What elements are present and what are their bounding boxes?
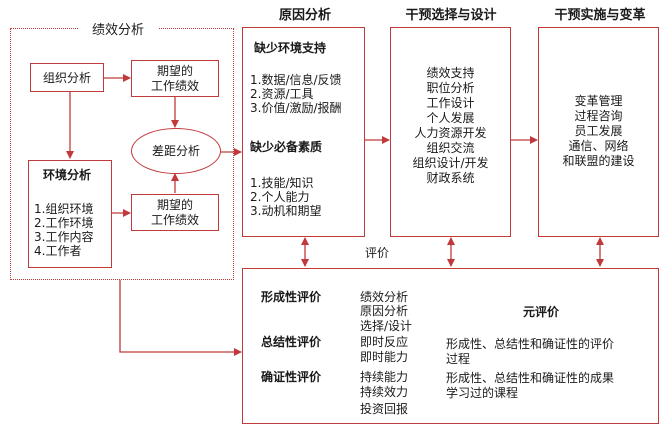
confirmative-eval-label: 确证性评价 <box>261 370 322 384</box>
env-analysis-item: 1.组织环境 <box>34 202 94 216</box>
env-analysis-item: 4.工作者 <box>34 244 82 258</box>
eval-item: 原因分析 <box>360 304 409 318</box>
meta-eval-title: 元评价 <box>523 305 560 319</box>
expected-performance-box: 期望的 工作绩效 <box>131 60 219 97</box>
expected-performance-line-2: 工作绩效 <box>150 79 199 93</box>
gap-analysis-label: 差距分析 <box>151 144 200 158</box>
meta-eval-desc-1-line-1: 形成性、总结性和确证性的评价 <box>446 337 615 351</box>
env-support-item: 3.价值/激励/报酬 <box>250 101 342 115</box>
meta-eval-desc-2-line-2: 学习过的课程 <box>446 386 519 400</box>
impl-item: 和联盟的建设 <box>562 154 635 168</box>
quality-item: 2.个人能力 <box>250 190 310 204</box>
design-item: 职位分析 <box>426 81 475 95</box>
design-item: 人力资源开发 <box>414 126 487 140</box>
meta-eval-desc-1-line-2: 过程 <box>446 352 471 366</box>
design-item: 个人发展 <box>426 111 475 125</box>
intervention-impl-box: 变革管理 过程咨询 员工发展 通信、网络 和联盟的建设 <box>538 27 659 237</box>
design-item: 财政系统 <box>426 171 475 185</box>
impl-item: 员工发展 <box>574 124 623 138</box>
eval-item: 即时能力 <box>360 350 409 364</box>
env-analysis-box: 环境分析 1.组织环境 2.工作环境 3.工作内容 4.工作者 <box>28 160 112 268</box>
env-analysis-title: 环境分析 <box>43 168 92 182</box>
design-item: 工作设计 <box>426 96 475 110</box>
gap-analysis-ellipse: 差距分析 <box>131 128 221 174</box>
org-analysis-label: 组织分析 <box>42 71 91 85</box>
cause-analysis-header: 原因分析 <box>278 8 331 23</box>
env-analysis-item: 2.工作环境 <box>34 216 94 230</box>
eval-item: 持续效力 <box>360 385 409 399</box>
actual-performance-box: 期望的 工作绩效 <box>131 194 219 231</box>
expected-performance-line-1: 期望的 <box>156 64 193 78</box>
intervention-impl-header: 干预实施与变革 <box>554 8 646 23</box>
performance-analysis-header: 绩效分析 <box>78 19 158 38</box>
intervention-design-header: 干预选择与设计 <box>405 8 497 23</box>
env-support-item: 1.数据/信息/反馈 <box>250 73 342 87</box>
evaluation-box <box>242 268 659 424</box>
eval-item: 投资回报 <box>360 402 409 416</box>
design-item: 绩效支持 <box>426 66 475 80</box>
eval-item: 持续能力 <box>360 370 409 384</box>
evaluation-label: 评价 <box>365 246 390 260</box>
design-item: 组织设计/开发 <box>412 156 489 170</box>
env-support-title: 缺少环境支持 <box>254 41 327 55</box>
eval-item: 选择/设计 <box>360 319 413 333</box>
org-analysis-box: 组织分析 <box>30 63 104 92</box>
eval-item: 绩效分析 <box>360 290 409 304</box>
summative-eval-label: 总结性评价 <box>261 335 322 349</box>
env-analysis-item: 3.工作内容 <box>34 230 94 244</box>
quality-item: 1.技能/知识 <box>250 176 314 190</box>
intervention-design-box: 绩效支持 职位分析 工作设计 个人发展 人力资源开发 组织交流 组织设计/开发 … <box>390 27 511 237</box>
actual-performance-line-2: 工作绩效 <box>150 213 199 227</box>
impl-item: 通信、网络 <box>568 139 629 153</box>
quality-item: 3.动机和期望 <box>250 204 322 218</box>
actual-performance-line-1: 期望的 <box>156 198 193 212</box>
eval-item: 即时反应 <box>360 335 409 349</box>
env-support-item: 2.资源/工具 <box>250 87 314 101</box>
impl-item: 过程咨询 <box>574 109 623 123</box>
quality-title: 缺少必备素质 <box>250 140 323 154</box>
impl-item: 变革管理 <box>574 94 623 108</box>
design-item: 组织交流 <box>426 141 475 155</box>
cause-analysis-box: 缺少环境支持 1.数据/信息/反馈 2.资源/工具 3.价值/激励/报酬 缺少必… <box>242 27 365 237</box>
meta-eval-desc-2-line-1: 形成性、总结性和确证性的成果 <box>446 371 615 385</box>
arrow-perf-to-eval <box>119 280 242 356</box>
formative-eval-label: 形成性评价 <box>261 290 322 304</box>
